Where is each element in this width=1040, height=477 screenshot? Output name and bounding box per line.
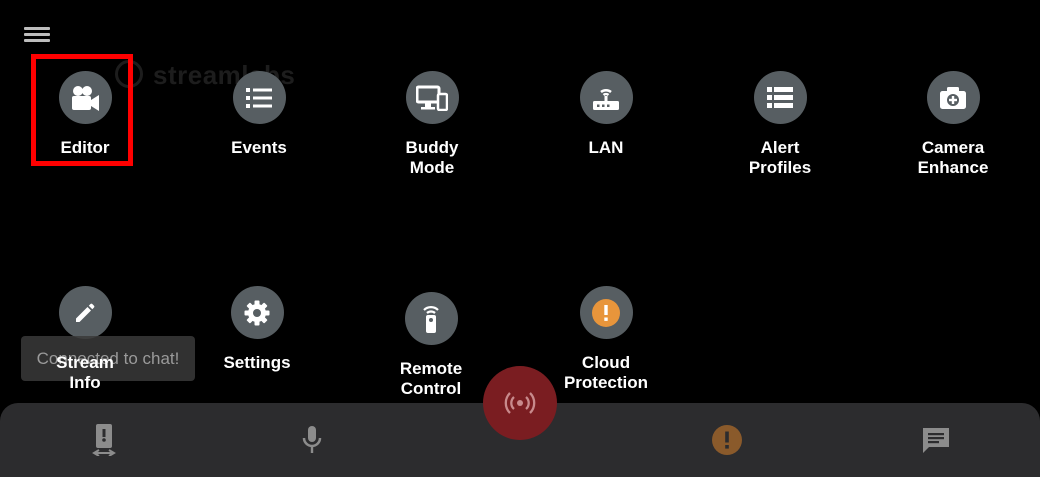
hamburger-menu-icon[interactable] (24, 26, 52, 46)
settings-label: Settings (223, 353, 291, 372)
editor-tile[interactable]: Editor (10, 71, 160, 158)
gear-icon (230, 286, 284, 339)
lan-tile[interactable]: LAN (531, 71, 681, 158)
editor-label: Editor (60, 138, 110, 157)
video-camera-icon (58, 71, 112, 124)
events-label: Events (231, 138, 287, 157)
router-icon (579, 71, 633, 124)
list-icon (232, 71, 286, 124)
alert-status-icon[interactable] (709, 422, 745, 458)
warning-icon (579, 286, 633, 339)
stream-info-tile[interactable] (10, 286, 160, 339)
alert-list-icon (753, 71, 807, 124)
lan-label: LAN (588, 138, 624, 157)
connected-toast: Connected to chat! (21, 336, 195, 381)
settings-tile[interactable]: Settings (182, 286, 332, 373)
go-live-button[interactable] (483, 366, 557, 440)
microphone-icon[interactable] (294, 422, 330, 458)
events-tile[interactable]: Events (184, 71, 334, 158)
broadcast-icon (504, 392, 536, 414)
pencil-icon (58, 286, 112, 339)
editor-highlight-box (31, 54, 133, 166)
phone-stream-icon[interactable] (86, 422, 122, 458)
chat-icon[interactable] (918, 422, 954, 458)
monitor-phone-icon (405, 71, 459, 124)
camera-plus-icon (926, 71, 980, 124)
remote-icon (404, 292, 458, 345)
